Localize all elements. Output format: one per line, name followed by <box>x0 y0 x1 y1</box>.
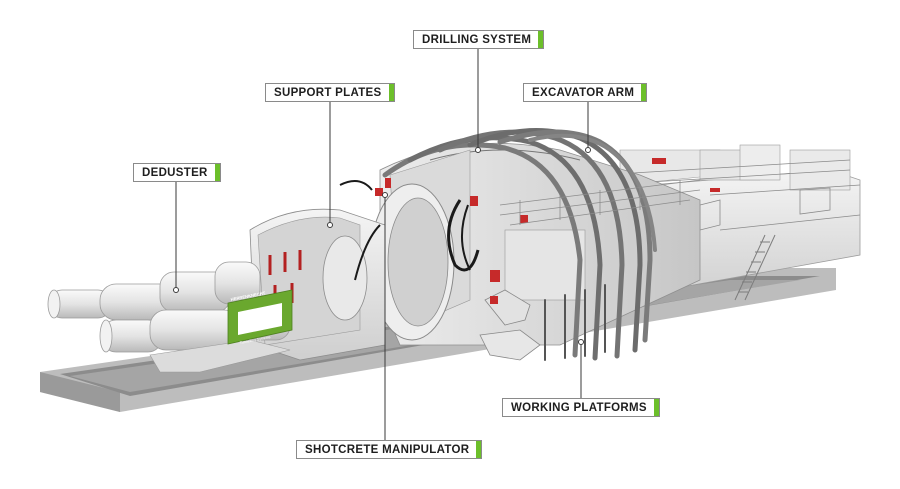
badge-brand: HERRENKNECHT <box>230 290 266 302</box>
support-arches <box>382 128 657 361</box>
label-working-platforms: WORKING PLATFORMS <box>502 398 660 417</box>
leader-lines <box>175 48 589 440</box>
leader-endpoints <box>173 147 591 345</box>
accent-tab <box>653 399 659 416</box>
label-deduster: DEDUSTER <box>133 163 221 182</box>
label-drilling-system: DRILLING SYSTEM <box>413 30 545 49</box>
platform-railings <box>499 179 701 226</box>
label-support-plates: SUPPORT PLATES <box>265 83 395 102</box>
company-badge: HERRENKNECHT Tunnelling Systems <box>227 289 293 345</box>
accent-tab <box>388 84 394 101</box>
accent-tab <box>538 31 544 48</box>
label-text: EXCAVATOR ARM <box>532 86 635 99</box>
label-shotcrete-manipulator: SHOTCRETE MANIPULATOR <box>296 440 483 459</box>
label-text: DEDUSTER <box>142 166 208 179</box>
deduster-unit <box>47 261 291 373</box>
accent-tab <box>476 441 482 458</box>
label-text: DRILLING SYSTEM <box>422 33 532 46</box>
main-shield <box>339 142 701 361</box>
label-text: SUPPORT PLATES <box>274 86 382 99</box>
label-text: WORKING PLATFORMS <box>511 401 647 414</box>
accent-tab <box>641 84 647 101</box>
label-excavator-arm: EXCAVATOR ARM <box>523 83 648 102</box>
accent-tab <box>214 164 220 181</box>
label-text: SHOTCRETE MANIPULATOR <box>305 443 470 456</box>
badge-subtitle: Tunnelling Systems <box>239 335 271 345</box>
